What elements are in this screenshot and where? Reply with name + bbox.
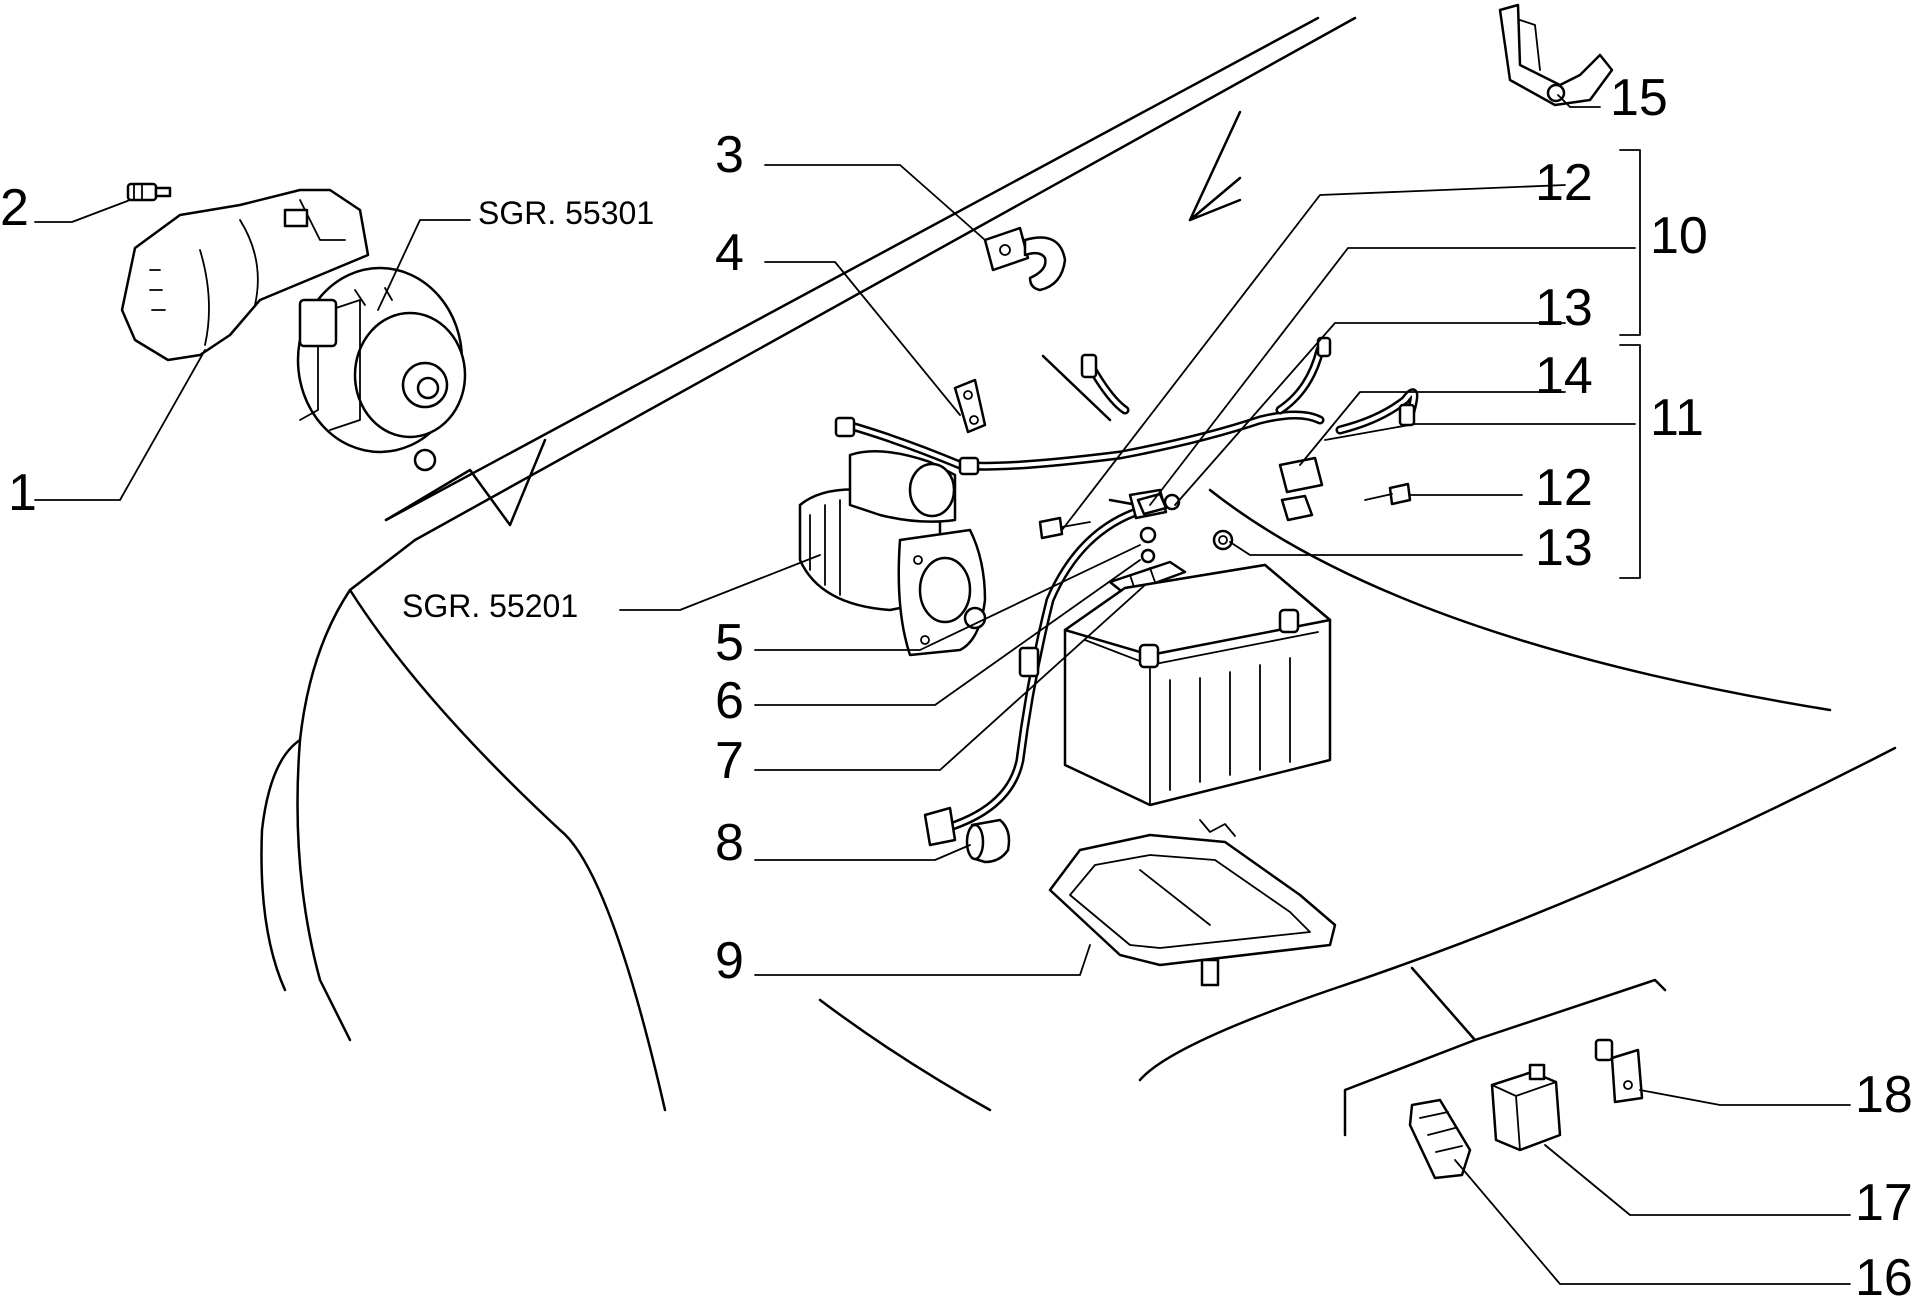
callout-15: 15	[1610, 69, 1668, 127]
callout-9: 9	[715, 932, 744, 990]
leader-lines	[34, 94, 1851, 1285]
callout-17: 17	[1855, 1174, 1913, 1232]
callout-16: 16	[1855, 1249, 1913, 1306]
part-2-bolt	[126, 182, 172, 202]
callout-12-lower: 12	[1535, 459, 1593, 517]
starter-motor	[798, 450, 987, 657]
part-4-cable-tag	[953, 378, 987, 434]
alternator	[296, 266, 467, 472]
part-14-relay	[1278, 456, 1324, 522]
callout-11: 11	[1650, 389, 1704, 447]
callout-18: 18	[1855, 1066, 1913, 1124]
ref-starter-group: SGR. 55201	[402, 588, 578, 624]
part-12-bolt-lower	[1364, 482, 1412, 506]
part-10-terminal	[1136, 492, 1168, 516]
callout-1: 1	[8, 464, 37, 522]
part-13-nut-lower	[1212, 529, 1234, 551]
callout-7: 7	[715, 732, 744, 790]
callout-labels: 1 2 3 4 5 6 7 8 9 12 10 13 14 11 12 13 1…	[0, 69, 1913, 1306]
callout-10: 10	[1650, 207, 1708, 265]
part-16-fuse-holder	[1408, 1098, 1472, 1180]
callout-13-lower: 13	[1535, 519, 1593, 577]
part-15-mounting-bracket	[1498, 3, 1614, 107]
callout-8: 8	[715, 814, 744, 872]
part-1-alternator-shield	[120, 188, 370, 362]
part-3-cable-clip	[983, 226, 1067, 292]
callout-5: 5	[715, 614, 744, 672]
battery	[1063, 563, 1332, 807]
callout-3: 3	[715, 126, 744, 184]
part-17-relay-box	[1490, 1063, 1562, 1152]
callout-14: 14	[1535, 347, 1593, 405]
callout-2: 2	[0, 179, 29, 237]
car-body-outline	[260, 16, 1897, 1137]
part-9-battery-tray	[1048, 819, 1337, 987]
callout-13-upper: 13	[1535, 279, 1593, 337]
part-18-bracket-screw	[1594, 1038, 1644, 1104]
part-12-bolt-upper	[1038, 516, 1091, 540]
callout-12-upper: 12	[1535, 154, 1593, 212]
wiring-harness	[834, 336, 1419, 476]
part-8-terminal-cap	[965, 818, 1011, 864]
ref-alternator-group: SGR. 55301	[478, 195, 654, 231]
callout-4: 4	[715, 224, 744, 282]
callout-6: 6	[715, 672, 744, 730]
